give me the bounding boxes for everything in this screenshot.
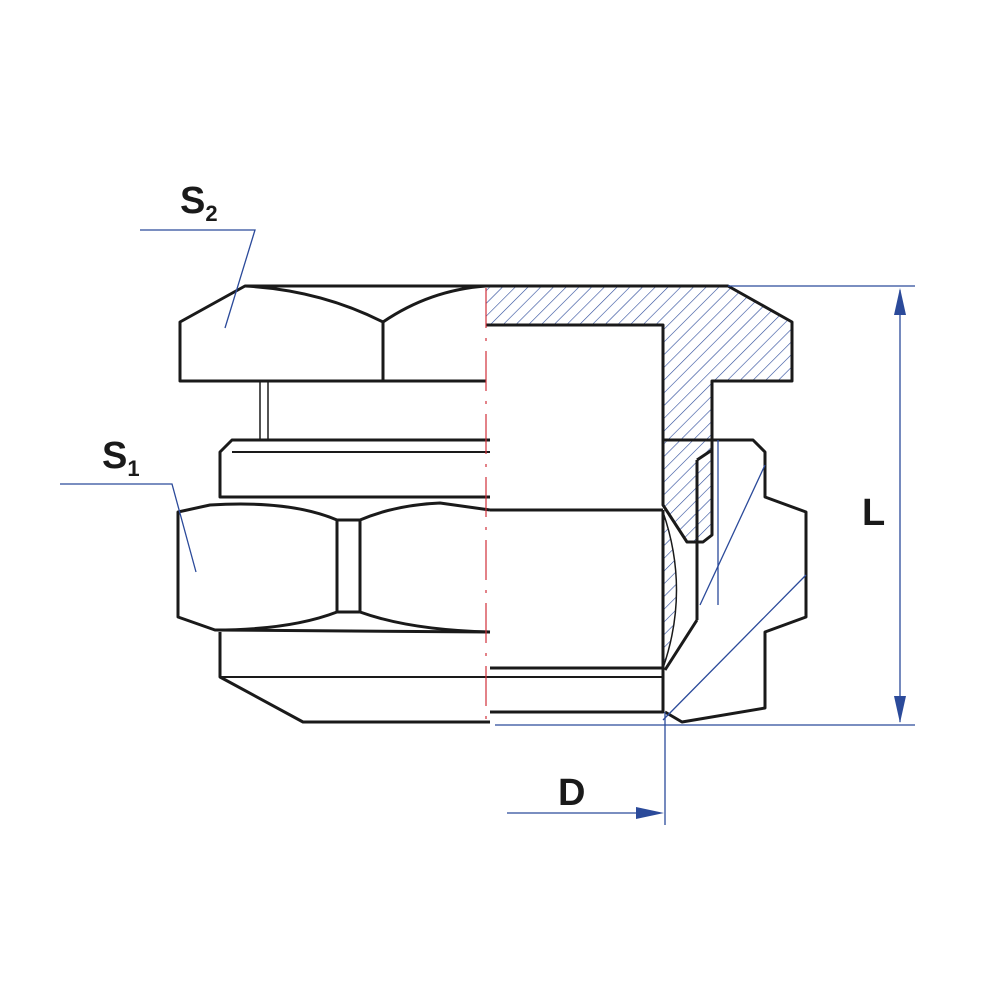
label-l: L	[862, 492, 885, 534]
cap-nut	[178, 284, 794, 544]
bottom-section	[218, 632, 665, 724]
label-s2: S2	[180, 180, 218, 226]
label-s1: S1	[102, 435, 140, 481]
dimension-d	[507, 712, 666, 825]
hex-nut	[176, 501, 678, 669]
label-d: D	[558, 772, 585, 814]
dimension-l	[495, 285, 915, 726]
s2-leader	[140, 229, 256, 329]
construction-lines	[662, 440, 807, 721]
body	[218, 438, 808, 724]
section-hatch	[486, 286, 792, 542]
s1-leader	[60, 483, 197, 573]
